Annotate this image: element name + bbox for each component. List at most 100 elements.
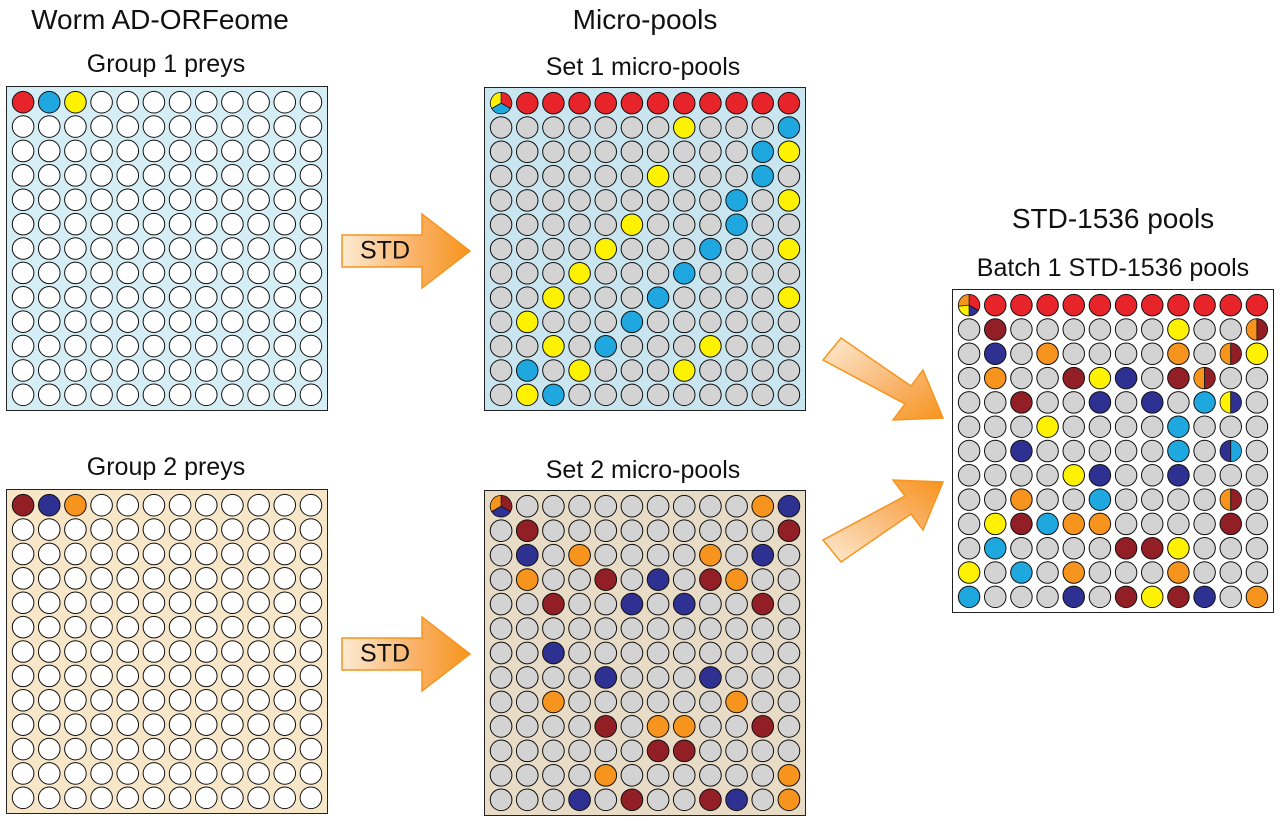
plate-well [542,519,565,543]
plate-well [1140,512,1164,536]
plate-well [568,690,591,714]
group2-title: Group 2 preys [86,453,246,481]
plate-well [273,664,297,688]
plate-well [1010,561,1033,584]
plate-well [273,567,297,590]
plate-well [646,690,670,714]
arrow-set1-to-batch1 [821,336,945,421]
plate-well [594,262,618,285]
plate-well [777,592,801,616]
plate-well [1167,464,1190,487]
plate-well [489,310,513,334]
plate-well [116,188,140,212]
plate-well [515,617,539,640]
plate-well [221,334,244,358]
set2-micro-pools-plate [484,490,806,816]
plate-well [116,640,140,663]
plate-well [983,488,1007,511]
plate-well [64,688,87,712]
plate-well [221,383,244,407]
plate-well [142,164,166,187]
plate-well [646,519,670,543]
plate-well [247,518,270,541]
plate-well [777,359,801,382]
plate-well [168,518,192,541]
plate-well [1140,342,1164,366]
plate-well [221,688,244,712]
plate-well [37,237,61,260]
plate-well [489,359,513,382]
plate-well [489,690,513,714]
plate-well [142,310,166,333]
plate-well [1219,512,1243,536]
plate-well [1010,415,1033,438]
plate-well [1036,439,1059,463]
plate-well [1219,342,1242,365]
plate-well [168,591,192,615]
plate-well [515,116,539,139]
plate-well [299,664,323,688]
plate-well [247,688,270,712]
plate-well [672,715,696,738]
plate-well [168,310,192,333]
plate-well [1114,512,1138,536]
plate-well [489,164,513,188]
plate-well [168,713,192,736]
plate-well [11,762,35,785]
plate-well [542,617,565,640]
plate-well [194,664,218,688]
plate-well [142,737,166,761]
plate-well [247,615,270,639]
plate-well [515,334,539,358]
plate-well [777,641,801,665]
plate-well [620,568,644,591]
plate-well [489,262,513,285]
plate-well [299,383,323,407]
plate-well [273,310,297,333]
plate-well [751,140,775,164]
plate-well [116,493,140,517]
plate-well [116,615,140,639]
plate-well [489,140,513,164]
plate-well [489,519,513,543]
plate-well [515,690,539,714]
plate-well [142,383,166,407]
plate-well [1010,342,1033,366]
plate-well [620,788,644,812]
plate-well [1010,536,1033,560]
plate-well [1036,293,1059,317]
plate-well [142,188,166,212]
plate-well [568,617,591,640]
plate-well [542,763,565,787]
plate-well [542,189,565,212]
plate-well [983,342,1007,366]
plate-well [489,715,513,738]
plate-well [273,518,297,541]
plate-well [725,189,748,212]
plate-well [1062,536,1086,560]
plate-well [957,342,981,366]
plate-well [37,115,61,138]
plate-well [64,188,87,212]
plate-well [194,310,218,333]
plate-well [299,212,323,236]
set1-micro-pools-plate [484,87,806,411]
plate-well [299,261,323,285]
plate-well [620,189,644,212]
plate-well [194,90,218,114]
plate-well [777,690,801,714]
plate-well [699,666,722,689]
plate-well [90,383,113,407]
plate-well [672,140,696,164]
plate-well [11,615,35,639]
plate-well [620,715,644,738]
plate-well [1062,488,1086,511]
plate-well [116,567,140,590]
plate-well [1219,585,1243,609]
plate-well [777,494,801,518]
plate-well [1088,293,1112,317]
plate-well [142,567,166,590]
plate-well [594,715,618,738]
plate-well [273,737,297,761]
plate-well [247,310,270,333]
